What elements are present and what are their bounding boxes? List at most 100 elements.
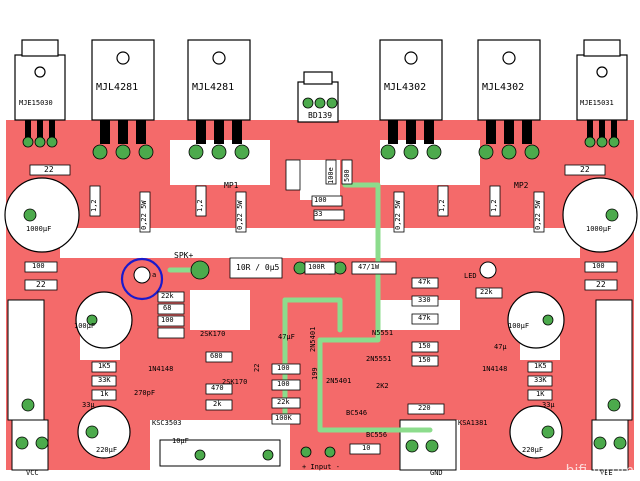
resistor-label-150-b: 150 xyxy=(418,356,431,364)
cap-label-220uf-r: 220µF xyxy=(522,446,544,454)
resistor-label-022-b: 0,22 5W xyxy=(236,200,244,230)
led-circle xyxy=(133,261,497,284)
label-bc546: BC546 xyxy=(346,409,368,417)
resistor-label-22-r: 22 xyxy=(596,280,606,289)
resistor-label-680: 680 xyxy=(210,352,223,360)
transistor-label-mjl4281-b: MJL4281 xyxy=(192,82,235,93)
blue-marker xyxy=(120,257,164,301)
resistor-label-2k: 2k xyxy=(213,400,222,408)
cap-label-100uf-l: 100µF xyxy=(74,322,96,330)
resistor-label-022-d: 0,22 5W xyxy=(534,200,542,230)
cap-label-33u-l: 33µ xyxy=(82,401,95,409)
resistor-label-22-tr: 22 xyxy=(580,165,590,174)
label-2n5401-b: 2N5401 xyxy=(326,377,352,385)
resistor-label-100r: 100R xyxy=(308,263,325,271)
label-vcc: VCC xyxy=(26,469,39,477)
transistor-label-bd139: BD139 xyxy=(308,111,333,120)
transistor-label-mje15030: MJE15030 xyxy=(19,99,53,107)
watermark: hifi-forum xyxy=(565,463,634,479)
resistor-label-022-c: 0,22 5W xyxy=(394,200,402,230)
cap-label-47u-r: 47µ xyxy=(494,343,507,351)
cap-label-270pf: 270pF xyxy=(134,389,156,397)
resistor-label-100e: 100e xyxy=(327,167,335,184)
cap-label-33u-r: 33µ xyxy=(542,401,555,409)
resistor-label-100-m: 100 xyxy=(277,364,290,372)
resistor-label-1-2-b: 1,2 xyxy=(196,199,204,212)
resistor-label-22-tl: 22 xyxy=(44,165,54,174)
resistor-label-100-l: 100 xyxy=(32,262,45,270)
label-led: LED xyxy=(464,272,477,280)
cap-label-47uf: 47µF xyxy=(278,333,295,341)
transistor-label-mjl4281-a: MJL4281 xyxy=(96,82,139,93)
label-n5551: N5551 xyxy=(372,329,394,337)
label-2n5551: 2N5551 xyxy=(366,355,392,363)
resistor-label-47-1w: 47/1W xyxy=(358,263,380,271)
label-mp1: MP1 xyxy=(224,181,239,190)
terminal-blocks xyxy=(7,299,633,471)
resistor-label-022-a: 0,22 5W xyxy=(140,200,148,230)
resistor-bodies xyxy=(24,164,618,455)
resistor-label-1k5-r: 1K5 xyxy=(534,362,547,370)
label-bc556: BC556 xyxy=(366,431,388,439)
resistor-label-2k2: 2K2 xyxy=(376,382,389,390)
label-spk-plus: SPK+ xyxy=(174,251,194,260)
label-input: + Input - xyxy=(302,463,340,471)
cap-label-10uf: 10µF xyxy=(172,437,189,445)
label-vee: VEE xyxy=(600,469,613,477)
resistor-label-199: 199 xyxy=(311,367,319,380)
resistor-label-150-a: 150 xyxy=(418,342,431,350)
transistor-label-mjl4302-b: MJL4302 xyxy=(482,82,525,93)
transistor-label-mjl4302-a: MJL4302 xyxy=(384,82,427,93)
cap-label-100uf-r: 100µF xyxy=(508,322,530,330)
resistor-label-100-m2: 100 xyxy=(277,380,290,388)
resistor-label-10r: 10R / 0µ5 xyxy=(236,263,280,272)
resistor-label-1k-r: 1K xyxy=(536,390,545,398)
resistor-label-1-2-a: 1,2 xyxy=(90,199,98,212)
resistor-label-47k-b: 47k xyxy=(418,314,431,322)
label-gnd: GND xyxy=(430,469,443,477)
resistor-label-100-top: 100 xyxy=(314,196,327,204)
label-led-a: a xyxy=(152,271,157,279)
resistor-label-22k-r: 22k xyxy=(480,288,493,296)
resistor-label-1-2-c: 1,2 xyxy=(438,199,446,212)
capacitors xyxy=(4,177,638,459)
label-1n4148-l: 1N4148 xyxy=(148,365,174,373)
resistor-label-1-2-d: 1,2 xyxy=(490,199,498,212)
label-2n5401-a: 2N5401 xyxy=(309,326,317,352)
label-ksc3503: KSC3503 xyxy=(152,419,182,427)
resistor-label-22k-m: 22k xyxy=(277,398,290,406)
resistor-label-220: 220 xyxy=(418,404,431,412)
resistor-label-33: 33 xyxy=(314,210,323,218)
transistor-legs xyxy=(25,120,617,144)
label-ksa1381: KSA1381 xyxy=(458,419,488,427)
copper-plane xyxy=(6,120,634,470)
resistor-label-100-r: 100 xyxy=(592,262,605,270)
cap-label-1000uf-r: 1000µF xyxy=(586,225,612,233)
resistor-label-22-l: 22 xyxy=(36,280,46,289)
resistor-label-22-m: 22 xyxy=(253,363,261,372)
resistor-label-10: 10 xyxy=(362,444,371,452)
resistor-label-1k5-l: 1K5 xyxy=(98,362,111,370)
resistor-bodies-vertical xyxy=(89,159,545,233)
resistor-label-47k-a: 47k xyxy=(418,278,431,286)
label-1n4148-r: 1N4148 xyxy=(482,365,508,373)
transistor-tabs xyxy=(21,39,621,85)
cap-label-1000uf-l: 1000µF xyxy=(26,225,52,233)
resistor-label-100k: 100K xyxy=(275,414,292,422)
resistor-label-330: 330 xyxy=(418,296,431,304)
resistor-label-100-lw: 100 xyxy=(161,316,174,324)
transistor-label-mje15031: MJE15031 xyxy=(580,99,614,107)
label-2sk170-b: 2SK170 xyxy=(222,378,248,386)
cap-label-220uf-l: 220µF xyxy=(96,446,118,454)
resistor-label-500: 500 xyxy=(343,169,351,182)
resistor-label-470: 470 xyxy=(211,384,224,392)
resistor-label-22k-l: 22k xyxy=(161,292,174,300)
resistor-label-33k-l: 33K xyxy=(98,376,111,384)
resistor-label-33k-r: 33K xyxy=(534,376,547,384)
resistor-label-1k-l: 1k xyxy=(100,390,109,398)
label-2sk170-a: 2SK170 xyxy=(200,330,226,338)
label-mp2: MP2 xyxy=(514,181,529,190)
resistor-label-68: 68 xyxy=(163,304,172,312)
